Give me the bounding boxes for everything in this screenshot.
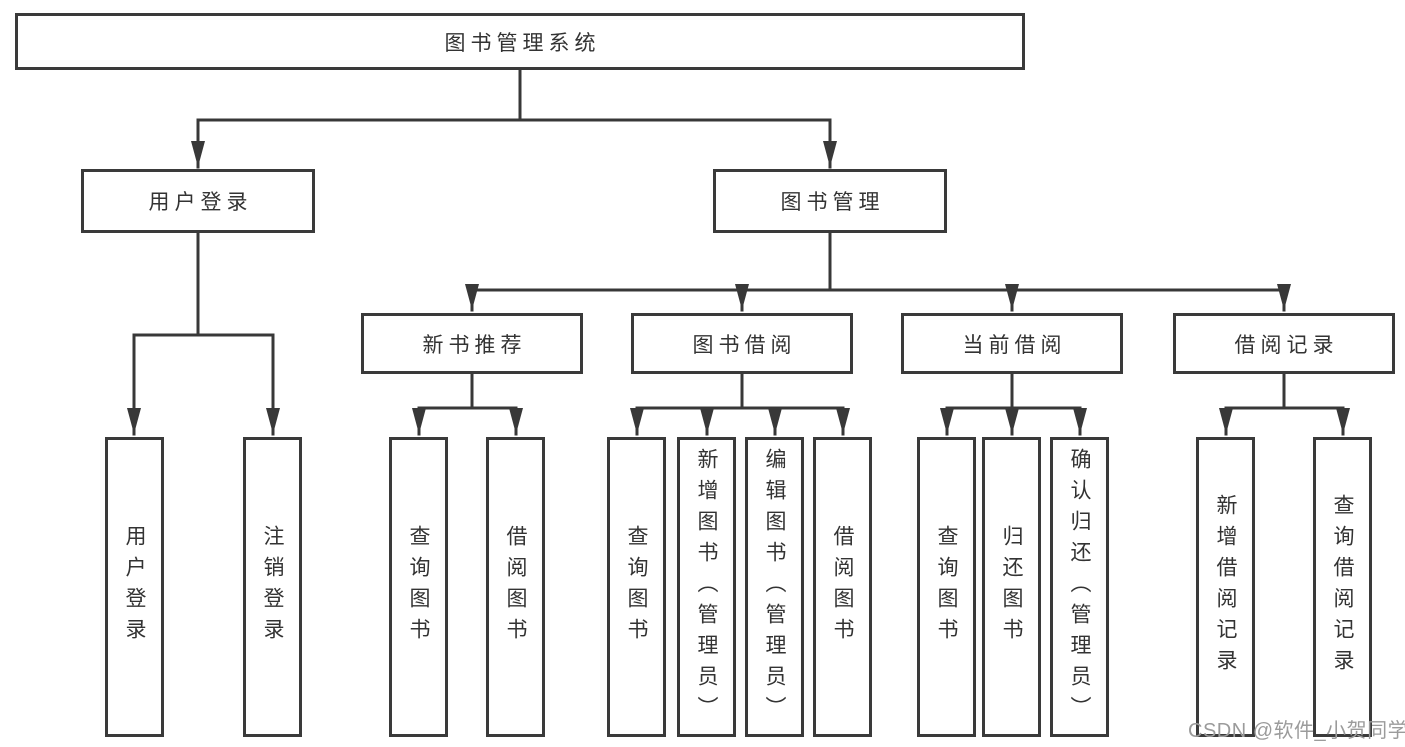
node-current-borrow: 当前借阅 (901, 313, 1123, 374)
leaf-add-book-admin: 新增图书（管理员） (677, 437, 736, 737)
node-new-book-recommend: 新书推荐 (361, 313, 583, 374)
node-borrow-records: 借阅记录 (1173, 313, 1395, 374)
leaf-return-book: 归还图书 (982, 437, 1041, 737)
csdn-watermark: CSDN @软件_小贺同学 (1188, 720, 1405, 742)
connector-book-borrow-branch (630, 372, 850, 436)
node-book-borrow: 图书借阅 (631, 313, 853, 374)
leaf-borrow-books-recommend: 借阅图书 (486, 437, 545, 737)
leaf-add-borrow-record: 新增借阅记录 (1196, 437, 1255, 737)
leaf-query-books-recommend: 查询图书 (389, 437, 448, 737)
connector-root-to-level2 (191, 68, 837, 169)
leaf-query-books-borrow: 查询图书 (607, 437, 666, 737)
connector-new-book-recommend-branch (412, 372, 523, 436)
leaf-borrow-books: 借阅图书 (813, 437, 872, 737)
connector-current-borrow-branch (940, 372, 1087, 436)
leaf-user-login: 用户登录 (105, 437, 164, 737)
node-book-management: 图书管理 (713, 169, 947, 233)
leaf-query-borrow-record: 查询借阅记录 (1313, 437, 1372, 737)
connector-user-login-branch (127, 231, 280, 436)
leaf-query-books-current: 查询图书 (917, 437, 976, 737)
node-root-system: 图书管理系统 (15, 13, 1025, 70)
connector-book-management-branch (465, 231, 1291, 312)
connector-borrow-records-branch (1219, 372, 1350, 436)
leaf-confirm-return-admin: 确认归还（管理员） (1050, 437, 1109, 737)
leaf-edit-book-admin: 编辑图书（管理员） (745, 437, 804, 737)
node-user-login: 用户登录 (81, 169, 315, 233)
leaf-logout-login: 注销登录 (243, 437, 302, 737)
